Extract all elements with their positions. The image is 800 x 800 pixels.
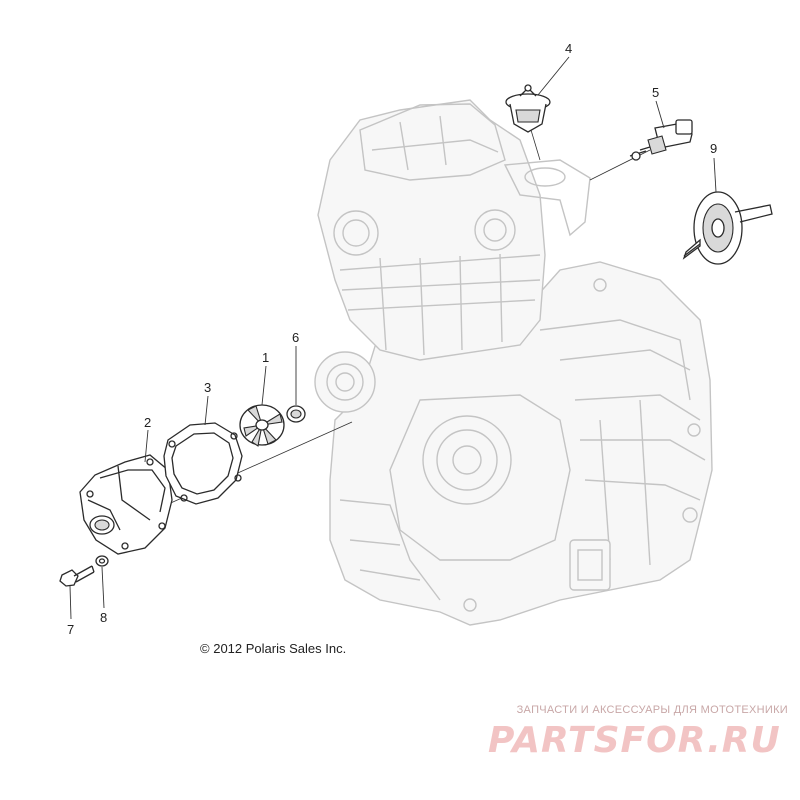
callout-2: 2 xyxy=(144,415,151,430)
water-pump-cover-part[interactable] xyxy=(79,454,173,555)
callout-6: 6 xyxy=(292,330,299,345)
washer-part[interactable] xyxy=(95,555,109,567)
copyright-text: 2012 Polaris Sales Inc. xyxy=(213,641,347,656)
engine-block-illustration xyxy=(314,99,713,626)
temperature-sensor-part[interactable] xyxy=(629,119,693,161)
callout-3: 3 xyxy=(204,380,211,395)
thermostat-part[interactable] xyxy=(505,84,551,133)
callout-9: 9 xyxy=(710,141,717,156)
gasket-part[interactable] xyxy=(163,422,243,505)
callout-leader-lines xyxy=(69,56,717,620)
watermark-tagline: ЗАПЧАСТИ И АКСЕССУАРЫ ДЛЯ МОТОТЕХНИКИ xyxy=(516,704,788,716)
callout-1: 1 xyxy=(262,350,269,365)
impeller-part[interactable] xyxy=(239,404,285,447)
callout-7: 7 xyxy=(67,622,74,637)
bolt-part[interactable] xyxy=(59,565,95,587)
copyright-notice: © 2012 Polaris Sales Inc. xyxy=(200,641,346,656)
copyright-symbol: © xyxy=(200,641,210,656)
watermark: ЗАПЧАСТИ И АКСЕССУАРЫ ДЛЯ МОТОТЕХНИКИ PA… xyxy=(488,704,788,761)
callout-numbers: 1 2 3 4 5 6 7 8 9 xyxy=(67,41,717,637)
callout-5: 5 xyxy=(652,85,659,100)
callout-4: 4 xyxy=(565,41,572,56)
pump-drive-gear-part[interactable] xyxy=(682,191,773,265)
watermark-logo: PARTSFOR.RU xyxy=(488,720,781,761)
callout-8: 8 xyxy=(100,610,107,625)
seal-part[interactable] xyxy=(286,405,306,423)
